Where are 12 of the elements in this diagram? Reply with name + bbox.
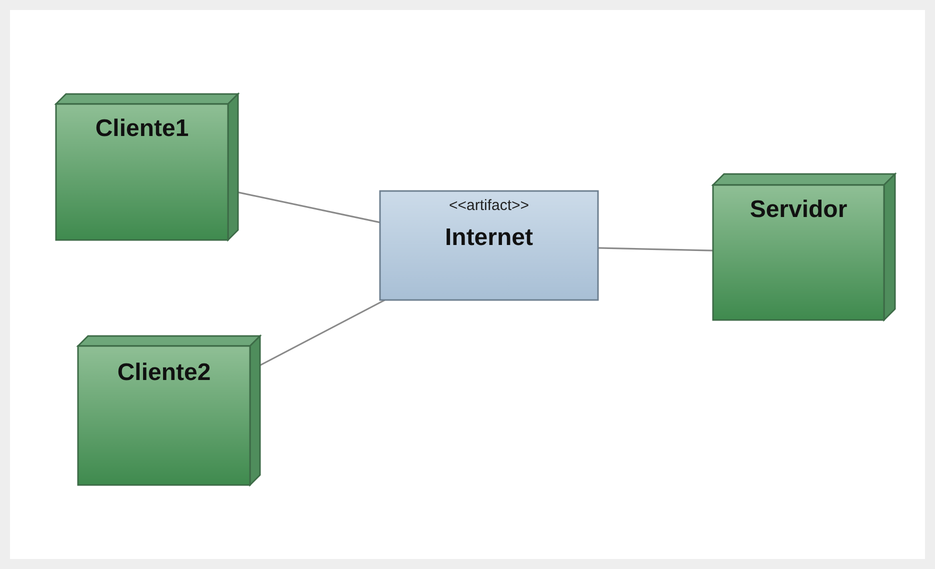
artifact-box	[380, 191, 598, 300]
node-box	[78, 336, 260, 485]
connector-line	[260, 299, 386, 366]
node-label: Cliente1	[95, 114, 189, 144]
node-label: Internet	[444, 223, 533, 253]
stereotype-label: <<artifact>>	[448, 197, 530, 215]
node-box	[713, 174, 895, 320]
connector-line	[238, 192, 380, 224]
node-label: Servidor	[750, 195, 848, 225]
connector-line	[598, 247, 714, 252]
node-label: Cliente2	[117, 358, 211, 388]
node-box	[56, 94, 238, 240]
